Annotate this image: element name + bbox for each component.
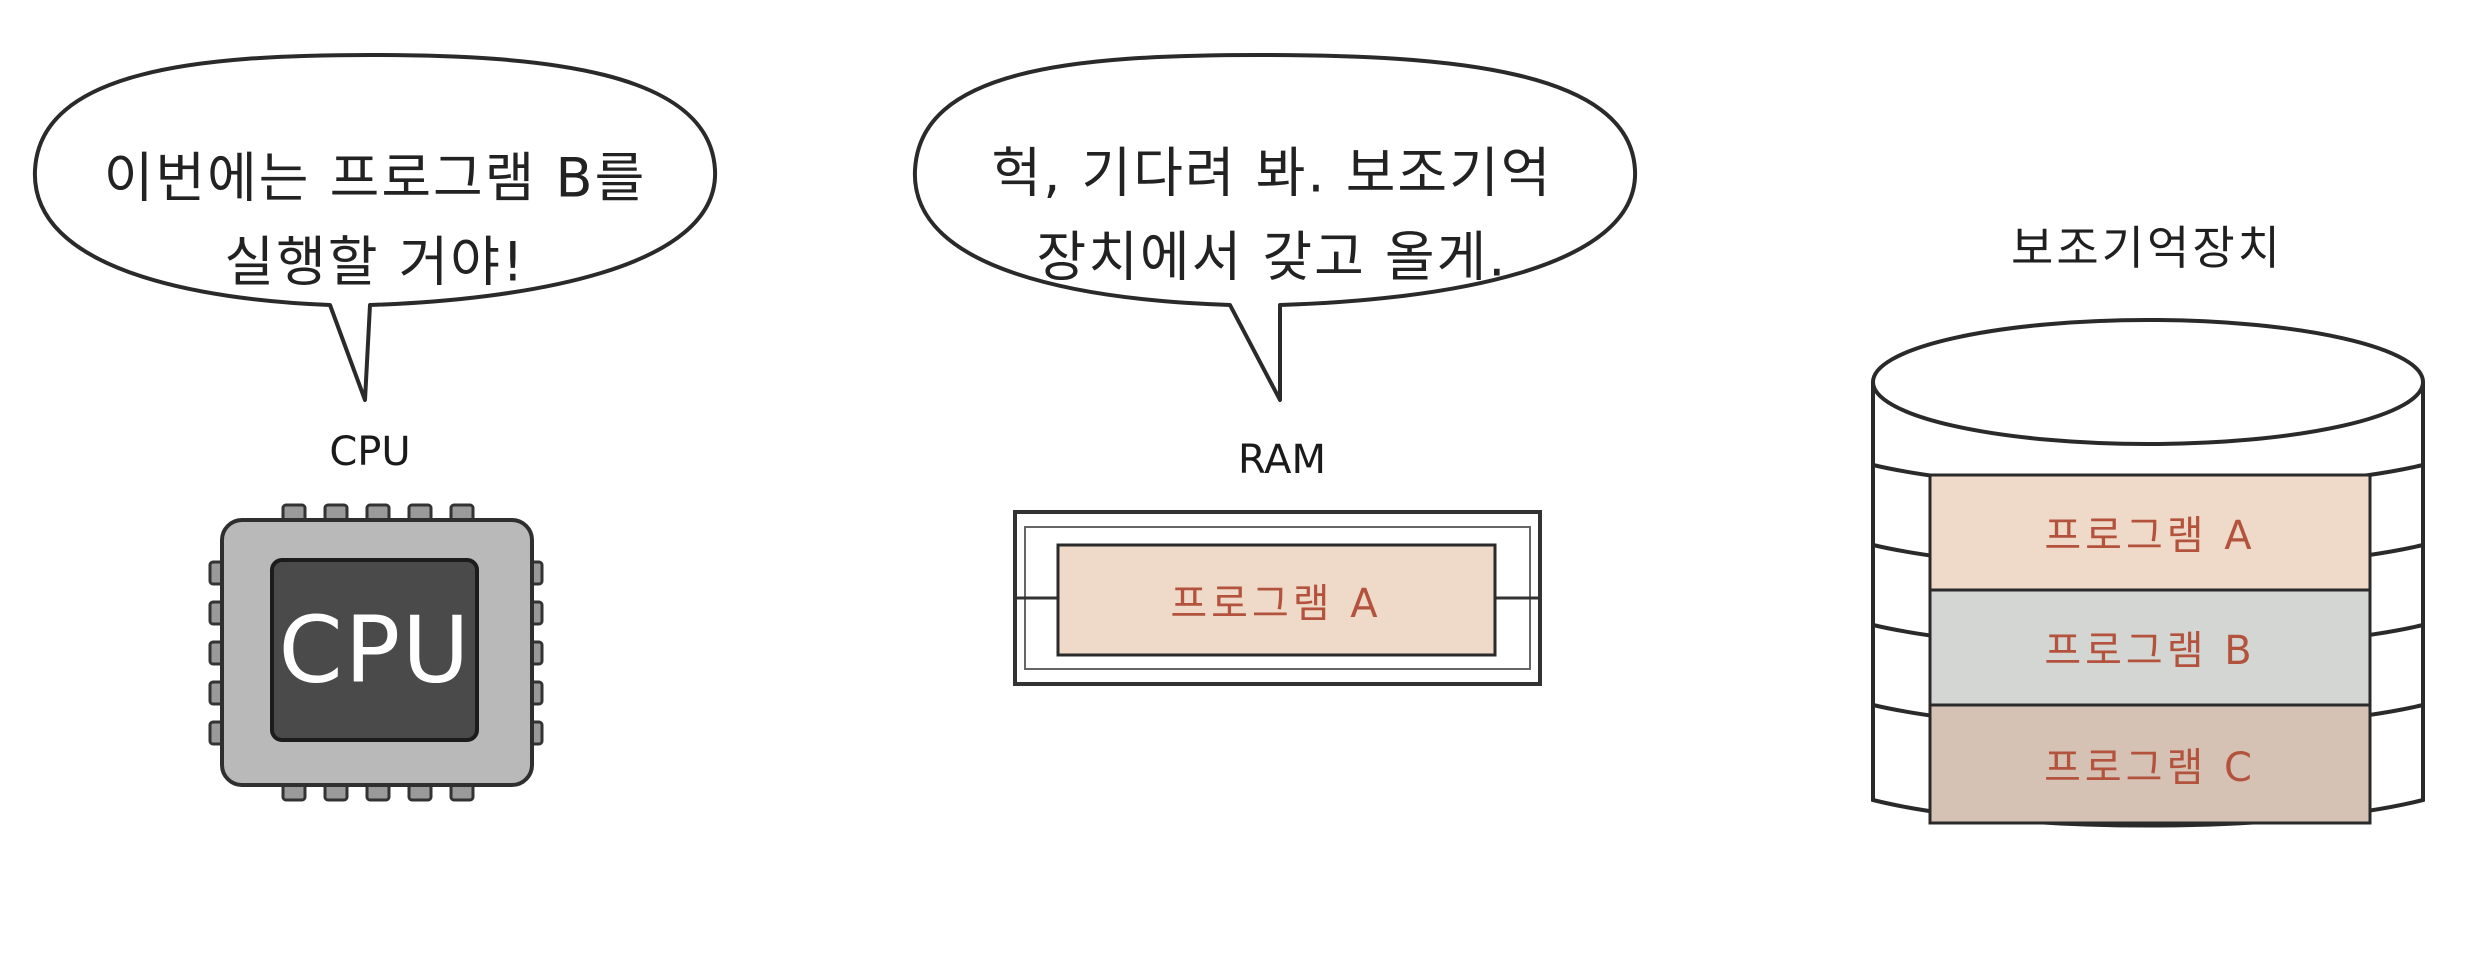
- storage-program-a-block: [1928, 473, 2372, 592]
- storage-program-b-label: 프로그램 B: [2044, 628, 2256, 674]
- storage-program-c-block: [1928, 703, 2372, 825]
- ram-speech-text: 헉, 기다려 봐. 보조기억 장치에서 갖고 올게.: [991, 141, 1553, 288]
- ram-module: [1013, 510, 1542, 686]
- cpu-label: CPU: [329, 429, 411, 475]
- ram-speech-bubble: [912, 53, 1638, 402]
- storage-cylinder: [1871, 318, 2425, 828]
- ram-label: RAM: [1237, 437, 1327, 483]
- ram-program-a-label: 프로그램 A: [1170, 581, 1382, 627]
- ram-program-a-block: [1056, 543, 1497, 657]
- cpu-speech-text: 이번에는 프로그램 B를 실행할 거야!: [103, 146, 647, 293]
- cpu-chip-text: CPU: [278, 596, 472, 704]
- cpu-chip: [208, 503, 544, 802]
- cpu-speech-bubble: [32, 53, 718, 402]
- cpu-chip-core: [270, 558, 479, 742]
- storage-program-c-label: 프로그램 C: [2044, 745, 2256, 791]
- storage-program-a-label: 프로그램 A: [2044, 513, 2256, 559]
- storage-title: 보조기억장치: [2011, 221, 2283, 275]
- storage-top: [1871, 318, 2425, 446]
